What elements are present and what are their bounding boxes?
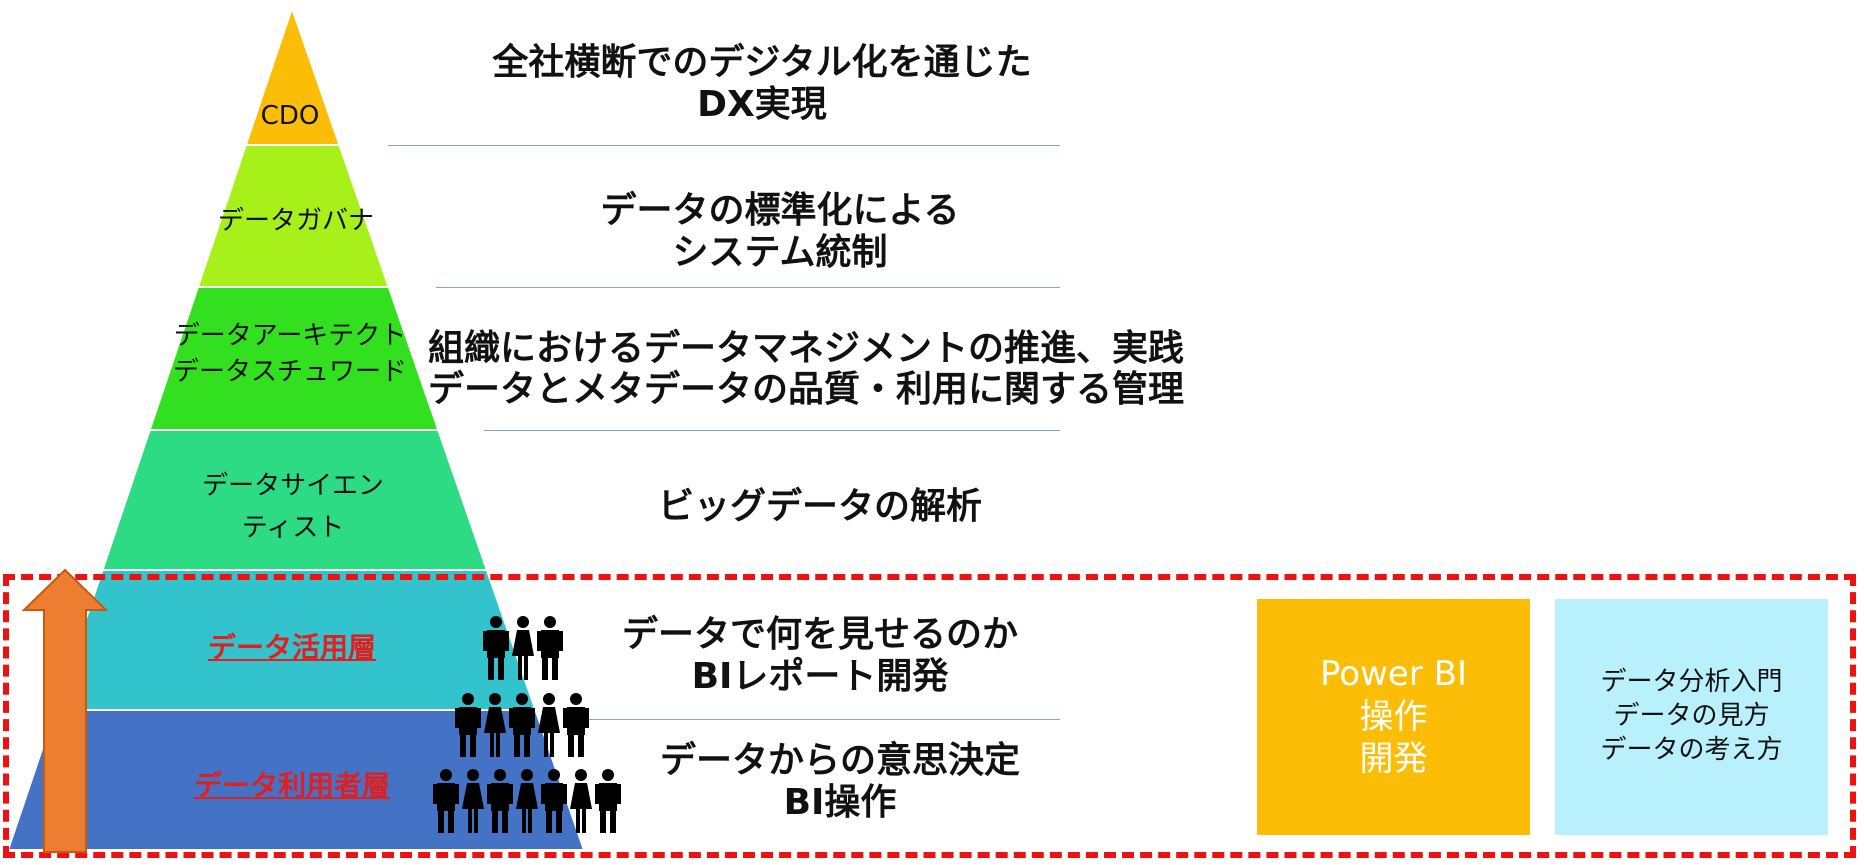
tier-label-data-architect: データアーキテクト データスチュワード [172, 321, 408, 388]
tier-description-data-scientist: ビッグデータの解析 [657, 486, 983, 527]
divider [388, 145, 1060, 146]
training-line: データの考え方 [1600, 734, 1783, 765]
tier-label-data-governor: データガバナ [217, 206, 375, 236]
person-icon [516, 769, 538, 833]
divider [484, 430, 1060, 431]
person-icon [541, 769, 567, 833]
person-icon [538, 693, 560, 757]
training-box: データ分析入門 データの見方 データの考え方 [1555, 599, 1828, 835]
powerbi-line: Power BI [1320, 654, 1467, 695]
person-icon [455, 693, 481, 757]
tier-label-data-utilization: データ活用層 [207, 631, 377, 664]
tier-description-data-architect: 組織におけるデータマネジメントの推進、実践 データとメタデータの品質・利用に関す… [427, 328, 1185, 411]
person-icon [487, 769, 513, 833]
tier-description-cdo: 全社横断でのデジタル化を通じた DX実現 [492, 42, 1032, 126]
person-icon [484, 693, 506, 757]
powerbi-box: Power BI 操作 開発 [1257, 599, 1530, 835]
person-icon [537, 616, 563, 680]
divider [436, 287, 1060, 288]
powerbi-line: 開発 [1359, 739, 1428, 780]
tier-description-data-utilization: データで何を見せるのか BIレポート開発 [621, 614, 1019, 698]
powerbi-line: 操作 [1359, 696, 1428, 737]
tier-description-data-users: データからの意思決定 BI操作 [659, 740, 1021, 824]
people-group-icon [433, 616, 621, 833]
person-icon [462, 769, 484, 833]
training-line: データ分析入門 [1600, 667, 1783, 698]
tier-label-cdo: CDO [260, 101, 320, 131]
training-line: データの見方 [1613, 701, 1770, 732]
person-icon [512, 616, 534, 680]
divider [580, 719, 1060, 720]
highlight-frame [3, 574, 1856, 858]
tier-label-data-users: データ利用者層 [193, 769, 391, 802]
person-icon [509, 693, 535, 757]
person-icon [570, 769, 592, 833]
tier-description-data-governor: データの標準化による システム統制 [600, 190, 960, 274]
up-arrow-icon [22, 568, 108, 853]
person-icon [483, 616, 509, 680]
person-icon [595, 769, 621, 833]
tier-label-data-scientist: データサイエン ティスト [202, 471, 384, 543]
person-icon [433, 769, 459, 833]
person-icon [563, 693, 589, 757]
